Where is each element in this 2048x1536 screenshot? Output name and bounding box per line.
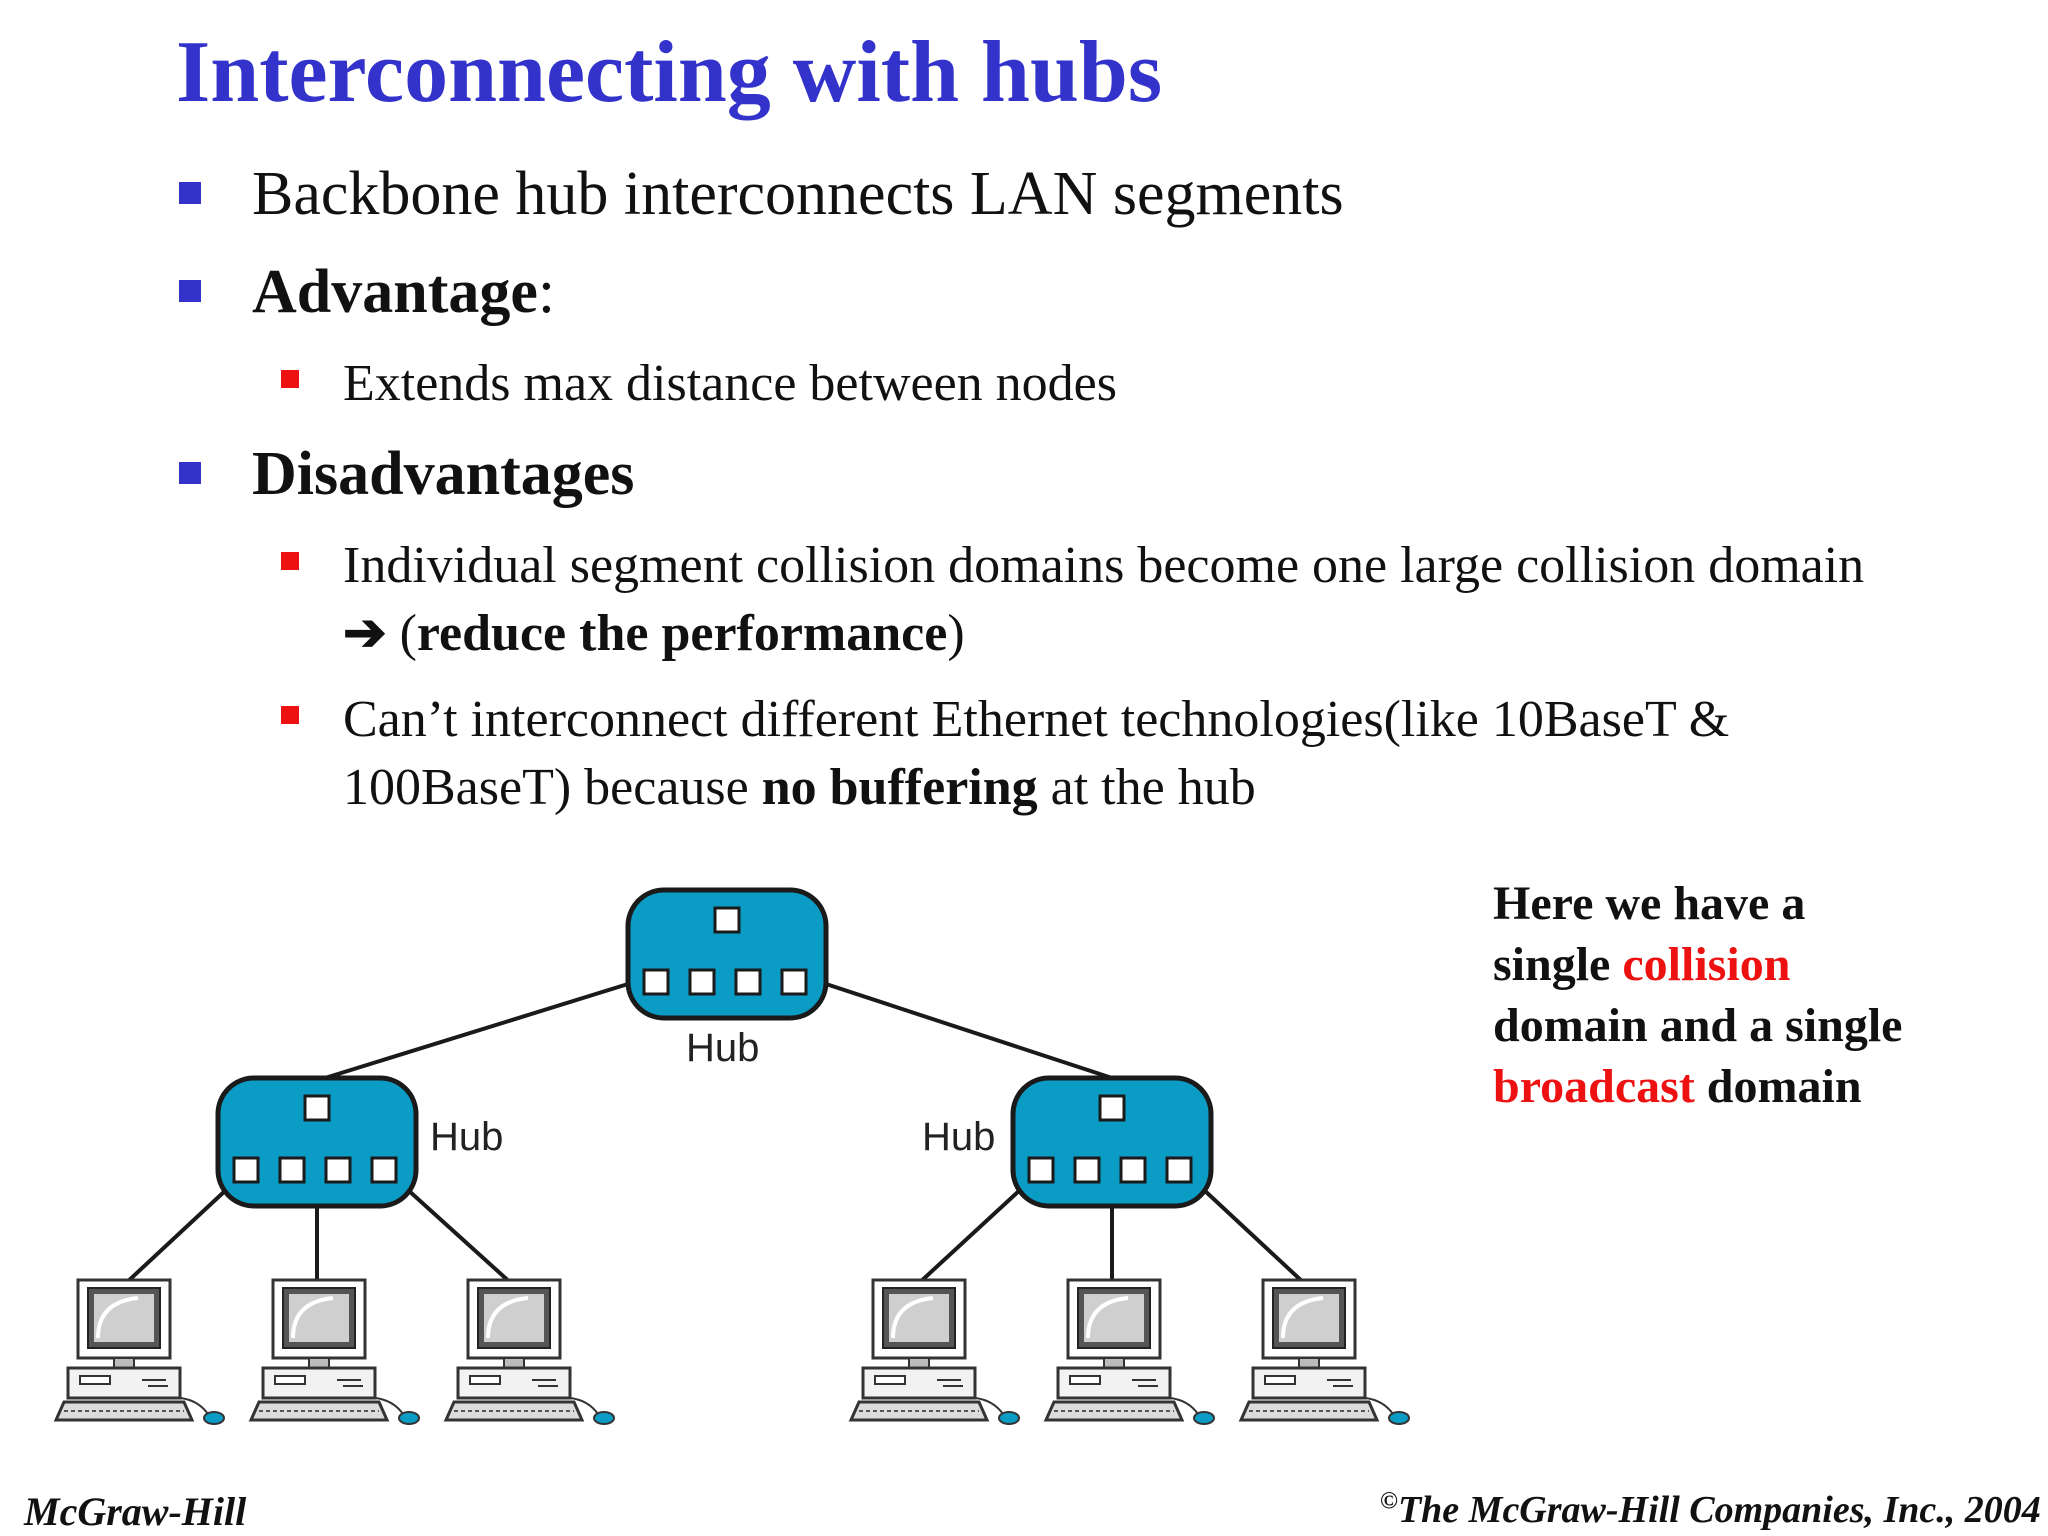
bullet-heading: Advantage — [252, 258, 538, 326]
bullet-text: Backbone hub interconnects LAN segments — [252, 160, 1344, 228]
arrow-icon: ➔ — [343, 604, 387, 662]
sub-bullet-emphasis: no buffering — [761, 758, 1038, 816]
square-bullet-icon — [179, 462, 201, 484]
domain-note: Here we have a single collision domain a… — [1493, 874, 1913, 1118]
sub-bullet-distance: Extends max distance between nodes — [281, 350, 1903, 418]
sub-bullet-collision: Individual segment collision domains bec… — [281, 532, 1903, 667]
slide-title: Interconnecting with hubs — [176, 24, 1163, 121]
hub-label-top: Hub — [686, 1026, 759, 1070]
note-highlight-broadcast: broadcast — [1493, 1059, 1695, 1113]
sub-bullet-text: Individual segment collision domains bec… — [343, 537, 1865, 594]
paren-close: ) — [947, 604, 965, 662]
network-links — [123, 982, 1307, 1286]
square-bullet-icon — [179, 280, 201, 302]
left-hub-icon — [218, 1078, 416, 1206]
square-bullet-icon — [281, 706, 299, 724]
sub-bullet-text-end: at the hub — [1037, 758, 1256, 816]
right-hub-icon — [1013, 1078, 1211, 1206]
note-text: domain — [1694, 1059, 1862, 1113]
note-text: domain and a single — [1493, 998, 1903, 1052]
computer-icon — [1239, 1278, 1411, 1426]
hub-topology-diagram: Hub Hub Hub — [54, 860, 1411, 1426]
hub-label-right: Hub — [922, 1115, 995, 1159]
hub-label-left: Hub — [430, 1115, 503, 1159]
note-text: Here we have a single — [1493, 877, 1806, 991]
sub-bullet-text: Extends max distance between nodes — [343, 355, 1117, 412]
computer-icon — [444, 1278, 616, 1426]
bullet-heading: Disadvantages — [252, 440, 635, 508]
note-highlight-collision: collision — [1622, 937, 1791, 991]
sub-bullet-buffering: Can’t interconnect different Ethernet te… — [281, 686, 1903, 821]
square-bullet-icon — [179, 182, 201, 204]
computer-icon — [1044, 1278, 1216, 1426]
bullet-colon: : — [537, 258, 556, 326]
footer-copyright: ©The McGraw-Hill Companies, Inc., 2004 — [1380, 1488, 2041, 1532]
paren-open: ( — [386, 604, 417, 662]
computer-icon — [54, 1278, 226, 1426]
footer-publisher: McGraw-Hill — [24, 1489, 247, 1534]
computer-icon — [249, 1278, 421, 1426]
backbone-hub-icon — [628, 890, 826, 1018]
bullet-advantage: Advantage: — [179, 258, 556, 326]
copyright-symbol: © — [1380, 1488, 1398, 1515]
square-bullet-icon — [281, 552, 299, 570]
sub-bullet-text: Can’t interconnect different Ethernet te… — [343, 691, 1730, 816]
square-bullet-icon — [281, 370, 299, 388]
sub-bullet-emphasis: reduce the performance — [416, 604, 948, 662]
bullet-backbone: Backbone hub interconnects LAN segments — [179, 160, 1344, 228]
copyright-text: The McGraw-Hill Companies, Inc., 2004 — [1397, 1489, 2041, 1531]
bullet-disadvantages: Disadvantages — [179, 440, 635, 508]
computer-icon — [849, 1278, 1021, 1426]
